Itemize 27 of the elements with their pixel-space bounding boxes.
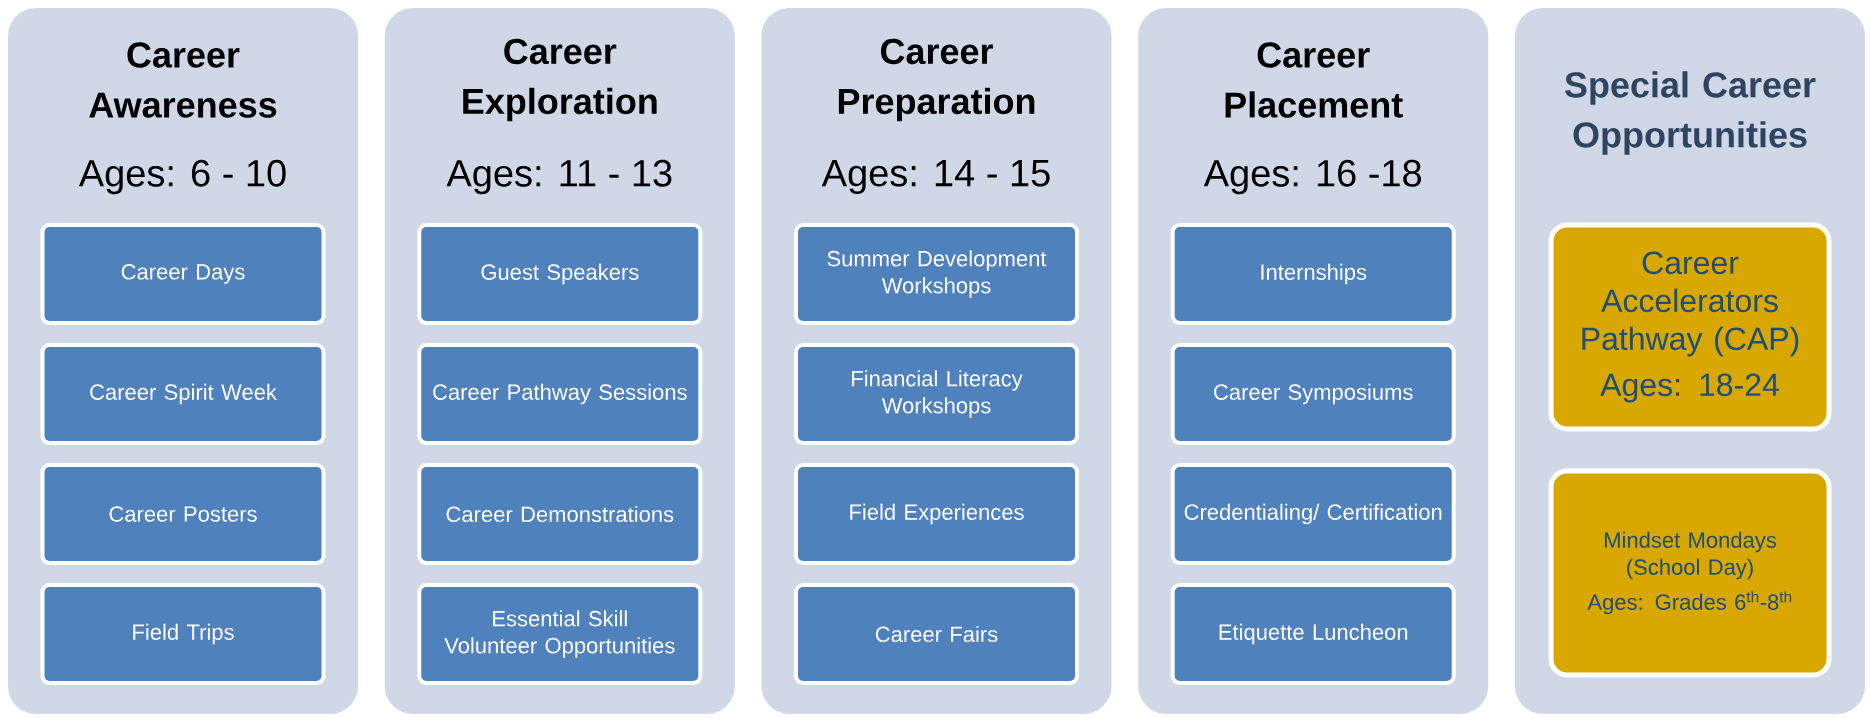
column-heading: Career Exploration <box>463 38 657 122</box>
activity-box: Essential Skill Volunteer Opportunities <box>417 583 703 685</box>
activity-box: Summer Development Workshops <box>794 223 1079 325</box>
column-heading: Career Preparation <box>838 38 1035 122</box>
age-range: Ages: 11 - 13 <box>446 159 672 195</box>
activity-box: Guest Speakers <box>417 223 703 325</box>
column-heading: Career Placement <box>1225 42 1403 118</box>
activity-box: Career Fairs <box>794 583 1079 685</box>
activity-box: Financial Literacy Workshops <box>794 343 1079 445</box>
program-box: Career Accelerators Pathway (CAP) Ages: 18-24 <box>1548 222 1832 432</box>
activity-box: Career Posters <box>40 463 326 565</box>
column-heading: Special Career Opportunities <box>1565 71 1816 155</box>
activity-box: Credentialing/ Certification <box>1170 463 1456 565</box>
activity-box: Career Demonstrations <box>417 463 703 565</box>
age-range: Ages: 6 - 10 <box>78 159 286 195</box>
program-box: Mindset Mondays (School Day) Ages: Grades 6$^{th}$-8$^{th}$ <box>1548 468 1832 678</box>
activity-box: Career Days <box>40 223 326 325</box>
activity-box: Internships <box>1170 223 1456 325</box>
column-heading: Career Awareness <box>89 42 277 118</box>
activity-box: Career Spirit Week <box>40 343 326 445</box>
activity-box: Field Trips <box>40 583 326 685</box>
activity-box: Career Symposiums <box>1170 343 1456 445</box>
activity-box: Career Pathway Sessions <box>417 343 703 445</box>
activity-box: Field Experiences <box>794 463 1079 565</box>
age-range: Ages: 14 - 15 <box>821 160 1050 194</box>
activity-box: Etiquette Luncheon <box>1170 583 1456 685</box>
age-range: Ages: 16 -18 <box>1203 159 1422 195</box>
